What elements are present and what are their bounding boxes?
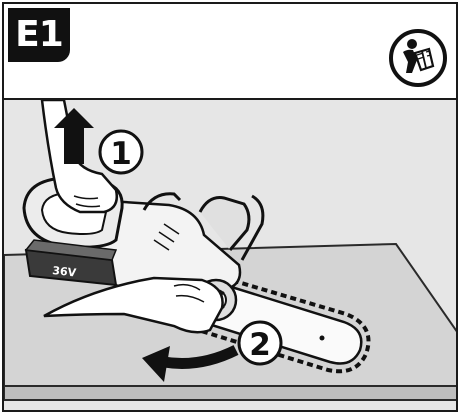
step-2-number: 2 <box>249 327 271 363</box>
step-2-marker: 2 <box>237 320 283 366</box>
lift-arrow <box>54 108 94 164</box>
step-1-marker: 1 <box>98 129 144 175</box>
panel-header: E1 <box>4 4 456 100</box>
step-label: E1 <box>8 8 70 62</box>
step-1-number: 1 <box>110 136 132 172</box>
rotate-arrow <box>142 345 239 382</box>
guide-bar <box>197 270 371 374</box>
chainsaw-illustration: 36V 1 <box>4 100 456 401</box>
battery-pack: 36V <box>24 239 118 287</box>
table-edge <box>4 385 456 401</box>
illustration: 36V 1 <box>4 100 456 410</box>
battery-label: 36V <box>52 264 78 279</box>
read-manual-icon <box>389 29 447 87</box>
hand-rotating <box>43 276 224 334</box>
